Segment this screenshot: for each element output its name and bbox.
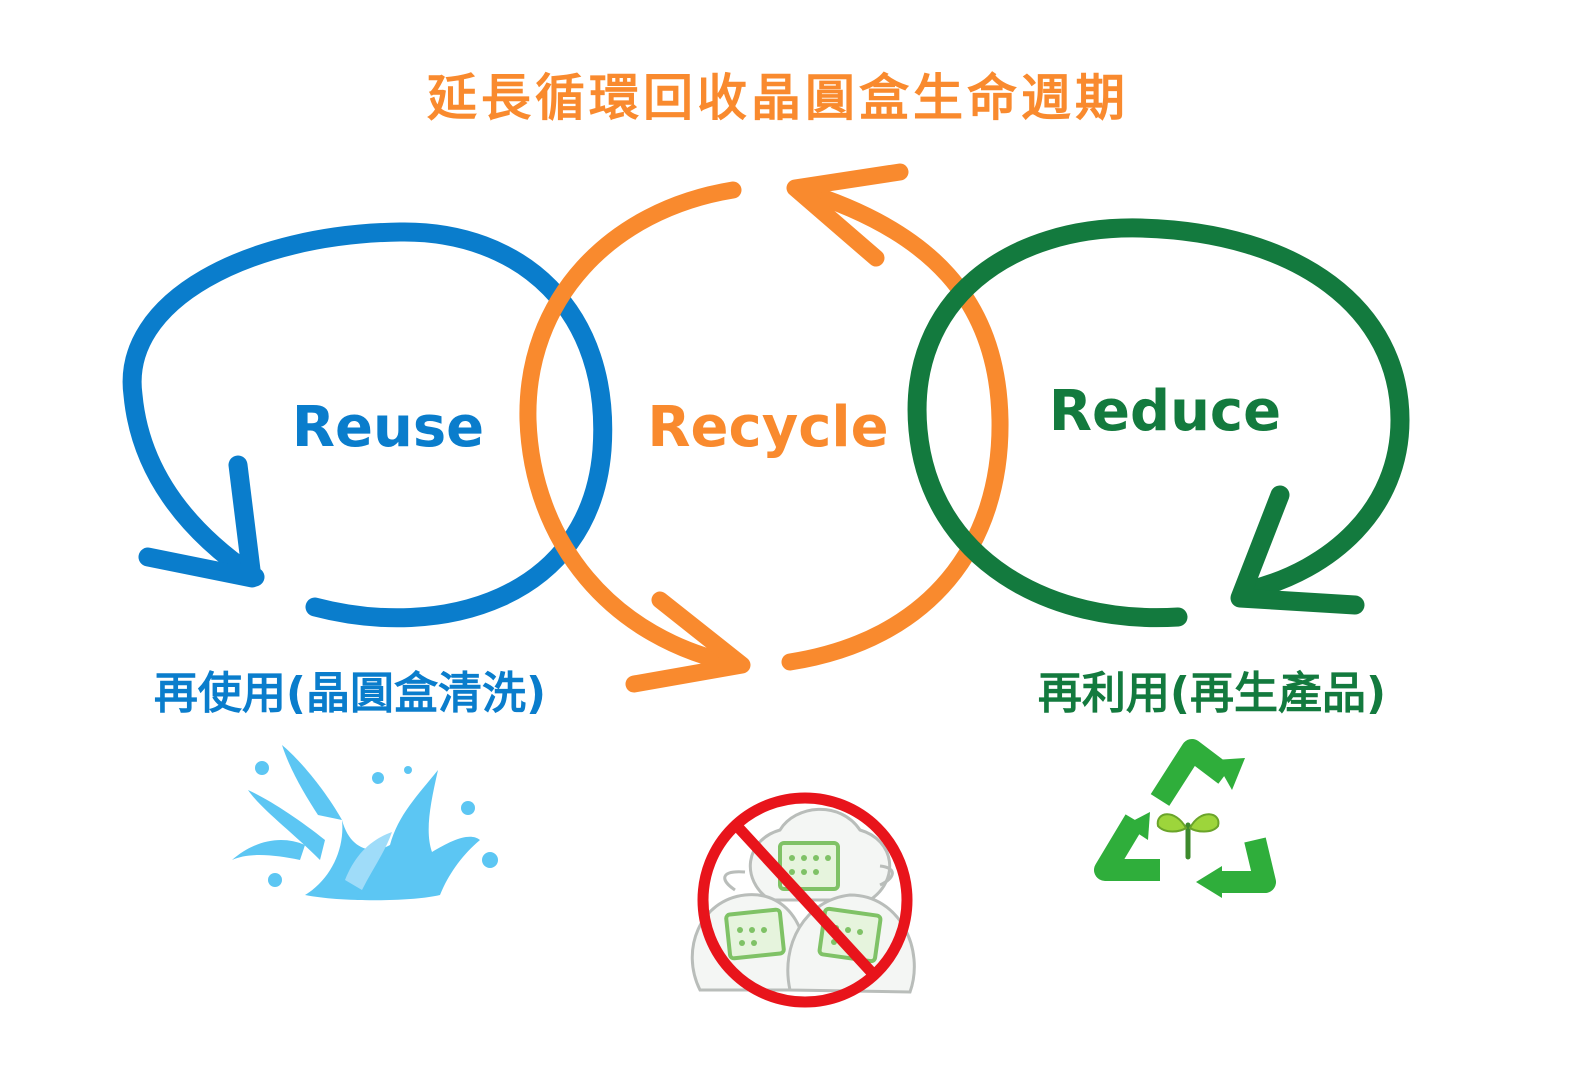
diagram-title: 延長循環回收晶圓盒生命週期	[427, 69, 1129, 127]
reuse-caption: 再使用(晶圓盒清洗)	[154, 668, 546, 719]
recycle-left-arrowhead	[625, 591, 751, 693]
reduce-loop-arc	[907, 218, 1410, 628]
recycle-left-arc	[519, 181, 749, 674]
reduce-caption: 再利用(再生產品)	[1038, 668, 1386, 719]
recycle-right-arrowhead	[786, 163, 909, 267]
reduce-arrowhead	[1230, 485, 1365, 615]
reuse-loop-arc	[122, 222, 613, 628]
reuse-arrowhead	[138, 455, 262, 588]
reduce-label: Reduce	[1049, 379, 1281, 444]
reduce-loop	[907, 218, 1410, 628]
water-splash-icon	[232, 745, 498, 901]
recycle-sprout-icon	[1094, 739, 1276, 898]
recycle-right-arc	[781, 181, 1009, 671]
chip-icon	[724, 841, 883, 964]
reuse-loop	[122, 222, 613, 628]
recycle-label: Recycle	[647, 395, 888, 460]
no-plastic-bag-icon	[690, 792, 916, 1008]
reuse-label: Reuse	[292, 395, 484, 460]
recycle-loop	[519, 163, 1009, 693]
prohibit-icon	[697, 792, 913, 1008]
